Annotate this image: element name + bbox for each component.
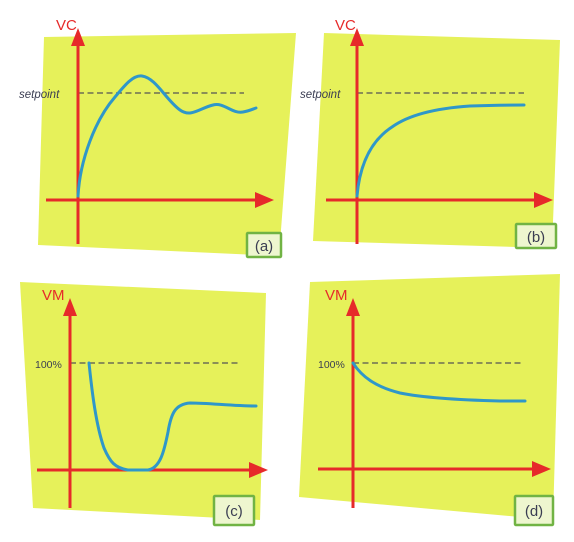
panel-a-y-arrowhead: [71, 28, 85, 46]
panel-c-background: [20, 282, 266, 520]
panel-b-background: [313, 33, 560, 248]
panel-c-tag: (c): [225, 503, 243, 520]
panel-b-tag-box: [514, 222, 558, 250]
panel-a-tag: (a): [255, 238, 273, 255]
panel-c-response-curve: [87, 361, 258, 472]
panel-a-response-curve: [76, 74, 258, 198]
panel-b-setpoint-label: setpoint: [300, 89, 341, 101]
panel-b: setpoint VC (b): [300, 17, 560, 250]
panel-c-y-arrowhead: [63, 298, 77, 316]
panel-b-axis-label: VC: [335, 17, 356, 34]
panel-a-axis-label: VC: [56, 17, 77, 34]
panel-d: 100% VM (d): [299, 274, 560, 527]
panel-d-axis-label: VM: [325, 287, 348, 304]
panel-d-100pct-label: 100%: [318, 359, 345, 371]
panel-d-tag: (d): [525, 503, 543, 520]
panel-a-tag-box: [245, 231, 283, 259]
panel-d-x-arrowhead: [532, 461, 551, 477]
panel-b-response-curve: [355, 103, 526, 198]
panel-d-y-arrowhead: [346, 298, 360, 316]
panel-b-y-arrowhead: [350, 28, 364, 46]
panel-d-tag-box: [513, 494, 555, 527]
panel-c-axis-label: VM: [42, 287, 65, 304]
panel-a: setpoint VC (a): [19, 17, 296, 259]
panel-c-tag-box: [212, 494, 256, 527]
panel-c: 100% VM (c): [20, 282, 268, 527]
panel-b-x-arrowhead: [534, 192, 553, 208]
panel-a-x-arrowhead: [255, 192, 274, 208]
panel-b-tag: (b): [527, 229, 545, 246]
panel-c-100pct-label: 100%: [35, 359, 62, 371]
panel-c-x-arrowhead: [249, 462, 268, 478]
panel-a-setpoint-label: setpoint: [19, 89, 60, 101]
panel-d-response-curve: [351, 361, 527, 403]
